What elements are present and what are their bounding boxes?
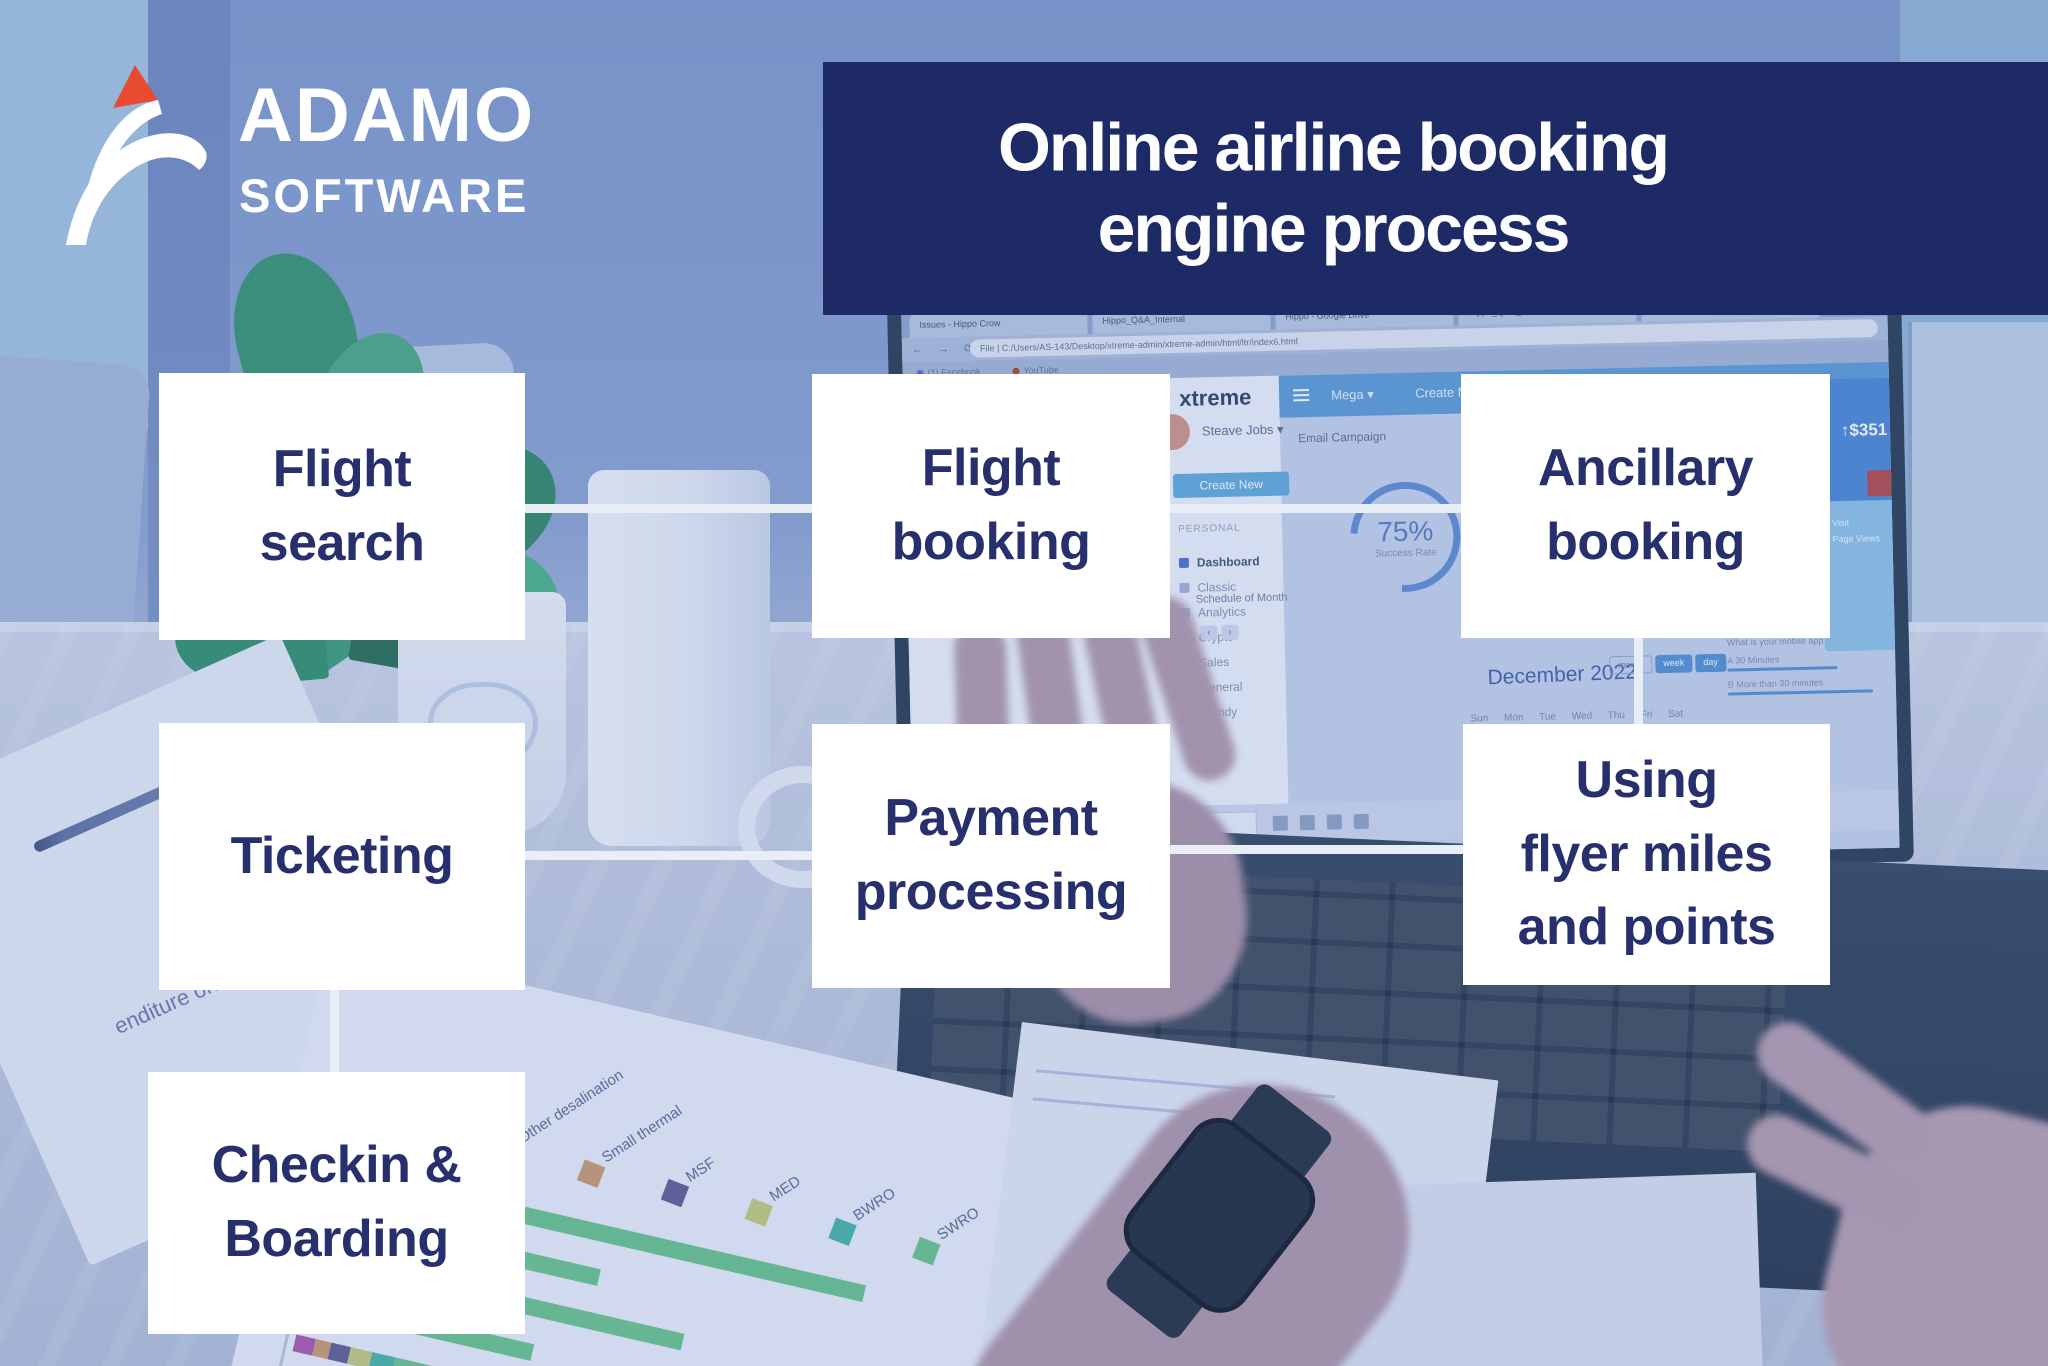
title-banner: Online airline booking engine process <box>823 62 2048 315</box>
connector-flightsearch-flightbooking <box>525 504 812 513</box>
adamo-logo: ADAMO SOFTWARE <box>58 40 548 252</box>
survey-answer: A 30 Minutes <box>1727 654 1780 666</box>
flow-node-label: Using flyer miles and points <box>1517 750 1776 957</box>
legend-swatch <box>744 1198 773 1227</box>
adamo-logo-icon <box>66 65 207 245</box>
taskbar-icons <box>1272 813 1369 831</box>
connector-payment-flyermiles <box>1170 845 1463 854</box>
flow-node-label: Ancillary booking <box>1537 439 1754 571</box>
flow-node-label: Payment processing <box>854 789 1128 921</box>
toggle-day: day <box>1695 653 1727 673</box>
flow-node-label: Flight booking <box>891 439 1091 571</box>
menu-icon <box>1293 389 1310 392</box>
survey-answer: B More than 30 minutes <box>1727 677 1824 690</box>
brand-subtitle: SOFTWARE <box>239 169 530 222</box>
chevron-down-icon: ▾ <box>1276 421 1284 437</box>
dashboard-brand: xtreme <box>1178 384 1252 411</box>
page-title: Online airline booking engine process <box>823 107 1843 270</box>
connector-ticketing-payment <box>525 851 812 860</box>
user-name: Steave Jobs ▾ <box>1201 421 1284 439</box>
brand-name: ADAMO <box>238 73 536 158</box>
flow-node-ancillary-booking: Ancillary booking <box>1461 374 1830 638</box>
flow-node-label: Ticketing <box>230 826 454 885</box>
settings-tile <box>1866 469 1894 497</box>
legend-swatch <box>576 1159 606 1188</box>
toggle-month: month <box>1609 655 1653 675</box>
flow-node-ticketing: Ticketing <box>159 723 525 990</box>
legend-item: Small thermal <box>576 1102 685 1201</box>
connector-flightbooking-ancillary <box>1170 504 1461 513</box>
page-views-label: Page Views <box>1832 533 1881 545</box>
flow-node-label: Checkin & Boarding <box>211 1136 462 1268</box>
connector-ticketing-checkin <box>330 990 339 1072</box>
legend-swatch <box>828 1217 857 1246</box>
flow-node-flight-booking: Flight booking <box>812 374 1170 638</box>
legend-item: BWRO <box>828 1185 922 1259</box>
topnav-mega: Mega ▾ <box>1330 386 1374 403</box>
survey-bar <box>1728 689 1874 696</box>
connector-ancillary-flyermiles <box>1634 638 1643 724</box>
legend-swatch <box>912 1236 941 1266</box>
legend-item: MSF <box>660 1154 755 1220</box>
survey-bar <box>1727 666 1838 672</box>
toggle-week: week <box>1655 654 1693 674</box>
title-line-1: Online airline booking <box>997 108 1670 185</box>
chevron-down-icon: ▾ <box>1367 386 1374 402</box>
flow-node-flyer-miles: Using flyer miles and points <box>1463 724 1830 985</box>
campaign-label: Email Campaign <box>1297 429 1387 446</box>
progress-label: Success Rate <box>1374 546 1437 560</box>
calendar-view-toggle: month week day <box>1609 653 1727 675</box>
flow-node-checkin-boarding: Checkin & Boarding <box>148 1072 525 1334</box>
stat-card-visits: Visit Page Views <box>1821 499 1900 652</box>
title-line-2: engine process <box>1097 190 1571 267</box>
create-new-button: Create New <box>1172 471 1290 499</box>
flow-node-label: Flight search <box>259 439 425 572</box>
progress-value: 75% <box>1376 514 1434 548</box>
flow-node-payment-processing: Payment processing <box>812 724 1170 988</box>
legend-item: MED <box>744 1173 839 1240</box>
visit-label: Visit <box>1832 517 1850 529</box>
sidebar-section-label: PERSONAL <box>1178 522 1241 536</box>
flow-node-flight-search: Flight search <box>159 373 525 640</box>
legend-swatch <box>660 1178 690 1208</box>
coffee-mug <box>588 470 868 888</box>
